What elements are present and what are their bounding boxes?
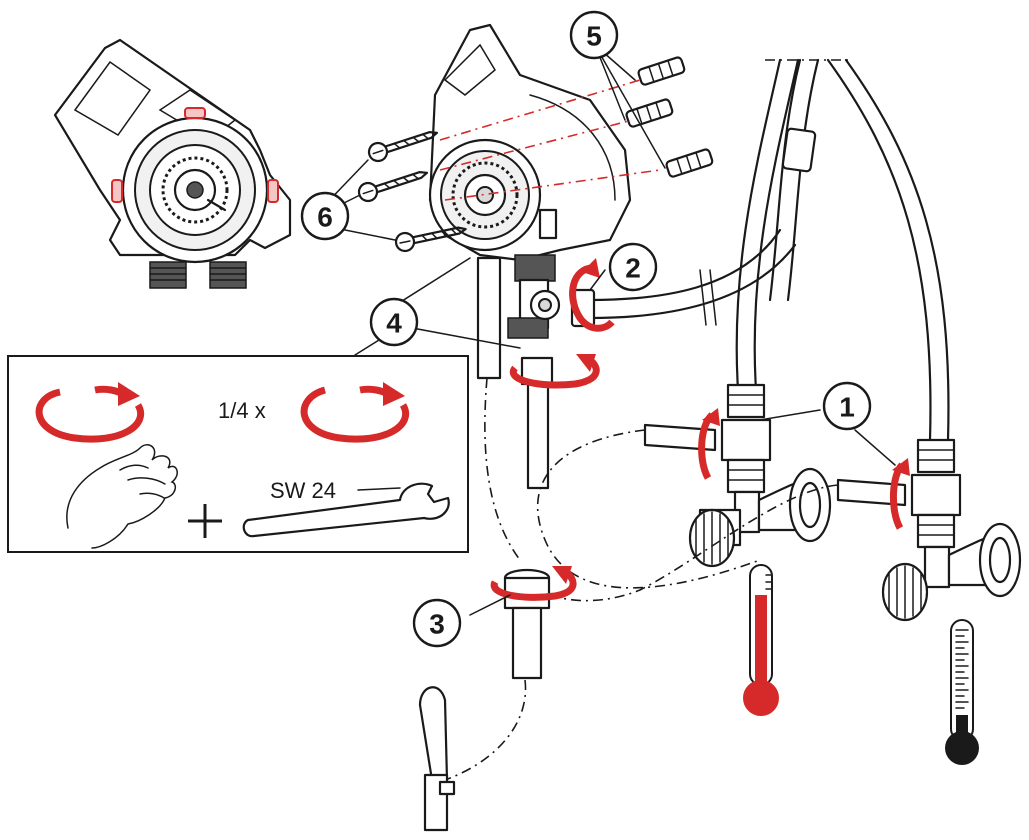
angle-valve-hot: [643, 383, 832, 568]
rotate-arrow-icon: [490, 258, 910, 601]
rotate-arrow-icon: [35, 382, 145, 443]
thermometer-cold-icon: [945, 619, 979, 765]
outlet-connector: [503, 568, 551, 680]
mixer-back-view: [53, 38, 292, 289]
callout-6: 6: [300, 191, 350, 241]
svg-text:1: 1: [839, 392, 855, 423]
tool-instruction-box: 1/4 x SW 24: [7, 355, 469, 553]
wrench-label: SW 24: [270, 478, 336, 503]
hand-icon: [66, 444, 178, 549]
thermometer-hot-icon: [743, 564, 779, 716]
svg-text:4: 4: [386, 308, 402, 339]
rotate-arrow-icon: [300, 382, 410, 443]
angle-valve-cold: [836, 438, 1022, 622]
quarter-turn-label: 1/4 x: [218, 398, 266, 423]
screws: [357, 131, 467, 253]
callout-5: 5: [569, 10, 619, 60]
callout-1: 1: [822, 381, 872, 431]
svg-text:3: 3: [429, 609, 445, 640]
hoses: [570, 58, 950, 442]
plus-icon: [188, 504, 222, 538]
hand-shower: [418, 686, 456, 832]
svg-text:2: 2: [625, 253, 641, 284]
svg-text:5: 5: [586, 21, 602, 52]
callout-3: 3: [412, 598, 462, 648]
wrench-icon: [242, 482, 450, 538]
svg-text:6: 6: [317, 202, 333, 233]
callout-4: 4: [369, 297, 419, 347]
mixer-body: [428, 23, 632, 490]
wall-plugs: [625, 56, 714, 178]
callout-2: 2: [608, 242, 658, 292]
